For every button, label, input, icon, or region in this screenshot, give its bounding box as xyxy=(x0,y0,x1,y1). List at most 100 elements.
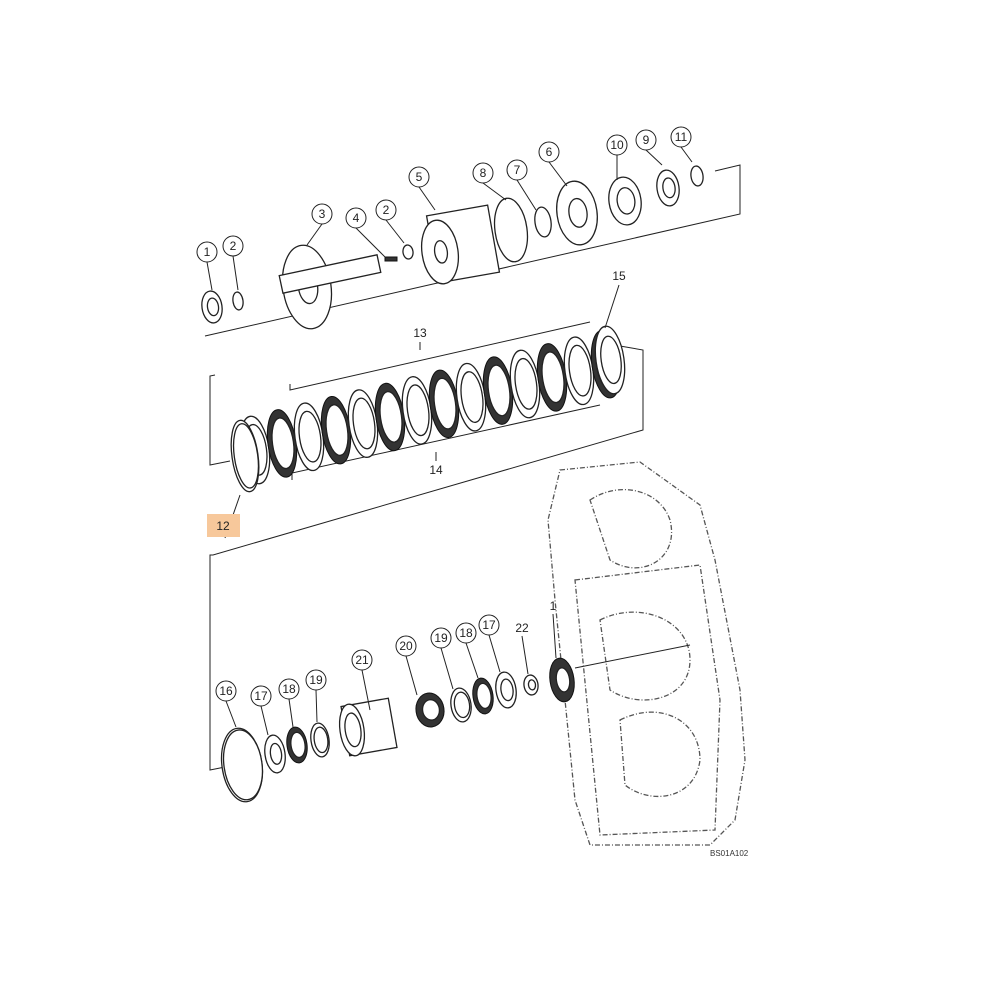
callout-circle xyxy=(635,129,657,151)
callout-top-4[interactable]: 4 xyxy=(345,207,386,258)
callout-12[interactable]: 12 xyxy=(216,519,230,533)
callout-top-2[interactable]: 2 xyxy=(375,199,405,244)
callout-label: 4 xyxy=(353,211,360,225)
callout-circle xyxy=(311,203,333,225)
callout-label: 20 xyxy=(399,639,413,653)
callout-bottom-16[interactable]: 16 xyxy=(215,680,237,728)
callout-label: 5 xyxy=(416,170,423,184)
leader-line xyxy=(288,698,294,728)
callout-bottom-21[interactable]: 21 xyxy=(351,649,373,711)
callout-circle xyxy=(478,614,500,636)
leader-line xyxy=(488,634,501,673)
clutch-plate xyxy=(347,389,379,458)
bearing-part-18b xyxy=(472,677,494,715)
callout-bottom-18[interactable]: 18 xyxy=(278,678,300,728)
washer-part-19 xyxy=(310,722,330,758)
callout-22[interactable]: 22 xyxy=(515,621,529,635)
shaft-part-3 xyxy=(278,254,382,294)
leader-line xyxy=(225,700,237,728)
callout-top-7[interactable]: 7 xyxy=(506,159,537,211)
leader-line xyxy=(440,647,454,690)
clutch-plate xyxy=(455,362,487,432)
leader-line xyxy=(604,284,620,329)
callout-top-9[interactable]: 9 xyxy=(635,129,663,166)
callout-bottom-18[interactable]: 18 xyxy=(455,622,479,679)
leader-line xyxy=(552,613,557,659)
leader-line xyxy=(418,186,436,211)
callout-bottom-17[interactable]: 17 xyxy=(250,685,272,736)
leader-line xyxy=(680,146,693,163)
callout-top-10[interactable]: 10 xyxy=(606,134,628,180)
callout-label: 16 xyxy=(219,684,233,698)
callout-14[interactable]: 14 xyxy=(429,463,443,477)
callout-circle xyxy=(196,241,218,263)
leader-line xyxy=(521,635,529,675)
callout-circle xyxy=(538,141,560,163)
callout-circle xyxy=(472,162,494,184)
callout-circle xyxy=(670,126,692,148)
bearing-part-1 xyxy=(201,290,223,324)
pressure-plate-part-15 xyxy=(594,325,626,395)
callout-label: 10 xyxy=(610,138,624,152)
spring-part-10 xyxy=(608,176,642,226)
callout-circle xyxy=(375,199,397,221)
callout-label: 17 xyxy=(482,618,496,632)
callout-bottom-19[interactable]: 19 xyxy=(430,627,454,690)
callout-label: 8 xyxy=(480,166,487,180)
callout-circle xyxy=(222,235,244,257)
snap-ring-part-2b xyxy=(402,244,414,260)
callout-circle xyxy=(408,166,430,188)
callout-15[interactable]: 15 xyxy=(612,269,626,283)
pin-part-4 xyxy=(384,256,398,262)
clutch-plate xyxy=(509,349,541,419)
callout-top-2[interactable]: 2 xyxy=(222,235,244,291)
callout-circle xyxy=(506,159,528,181)
clutch-plate xyxy=(482,356,514,425)
highlight-box-12 xyxy=(207,514,240,537)
callout-top-1[interactable]: 1 xyxy=(196,241,218,291)
transmission-housing xyxy=(547,461,746,846)
callout-13[interactable]: 13 xyxy=(413,326,427,340)
callout-bottom-20[interactable]: 20 xyxy=(395,635,418,696)
o-ring-part-7 xyxy=(534,206,552,238)
callout-label: 19 xyxy=(309,673,323,687)
needle-bearing-part-20 xyxy=(415,692,445,728)
callout-top-8[interactable]: 8 xyxy=(472,162,507,201)
callout-top-3[interactable]: 3 xyxy=(306,203,333,246)
clutch-plate xyxy=(320,395,352,465)
leader-line xyxy=(361,669,371,711)
callout-bottom-17[interactable]: 17 xyxy=(478,614,501,673)
callout-bottom-19[interactable]: 19 xyxy=(305,669,327,723)
leader-line xyxy=(548,161,568,187)
washer-part-17 xyxy=(264,734,286,774)
callout-label: 18 xyxy=(282,682,296,696)
callout-top-11[interactable]: 11 xyxy=(670,126,693,163)
leader-line xyxy=(315,689,318,723)
snap-ring-part-2 xyxy=(232,291,244,311)
callout-label: 2 xyxy=(383,203,390,217)
callout-1-bottom[interactable]: 1 xyxy=(550,599,557,613)
parts-group xyxy=(201,165,704,803)
callout-top-5[interactable]: 5 xyxy=(408,166,436,211)
clutch-plate xyxy=(536,343,568,412)
callout-label: 18 xyxy=(459,626,473,640)
callout-circle xyxy=(455,622,477,644)
callout-top-6[interactable]: 6 xyxy=(538,141,568,187)
leader-line xyxy=(465,642,479,679)
callout-label: 11 xyxy=(675,130,688,144)
bearing-part-1b xyxy=(549,657,575,703)
snap-ring-part-16 xyxy=(220,727,264,803)
washer-part-9 xyxy=(656,169,680,207)
leader-line xyxy=(516,179,537,211)
callout-circle xyxy=(345,207,367,229)
piston-part-6 xyxy=(556,180,598,246)
callout-label: 17 xyxy=(254,689,268,703)
callout-label: 7 xyxy=(514,163,521,177)
drum-face-part-5 xyxy=(420,219,460,285)
leader-line xyxy=(645,149,663,166)
clutch-plate xyxy=(293,402,325,472)
leader-line xyxy=(385,219,405,244)
callout-circle xyxy=(278,678,300,700)
leader-line xyxy=(232,255,239,291)
